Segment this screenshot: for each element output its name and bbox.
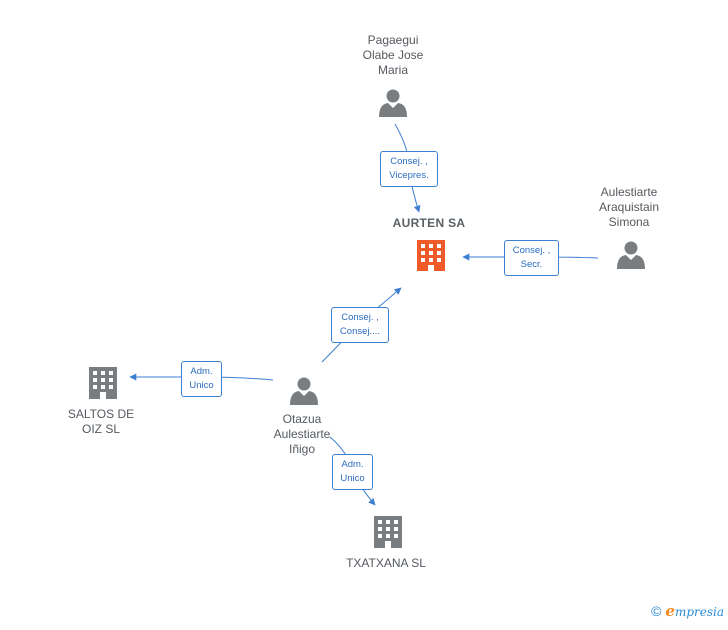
edge-label-otazua-txatxana: Adm. Unico bbox=[332, 454, 373, 490]
edge-label-otazua-aurten: Consej. , Consej.... bbox=[331, 307, 389, 343]
building-icon[interactable] bbox=[89, 367, 117, 399]
node-label-saltos[interactable]: SALTOS DE OIZ SL bbox=[67, 407, 135, 436]
brand-e: e bbox=[665, 602, 675, 620]
person-icon[interactable] bbox=[379, 89, 407, 118]
person-icon[interactable] bbox=[617, 241, 645, 270]
node-label-aulestiarte-araquistain[interactable]: Aulestiarte Araquistain Simona bbox=[598, 185, 660, 229]
empresia-logo: ©empresia bbox=[651, 602, 724, 620]
node-label-pagaegui[interactable]: Pagaegui Olabe Jose Maria bbox=[362, 33, 424, 77]
building-icon[interactable] bbox=[417, 240, 445, 271]
copyright-symbol: © bbox=[651, 603, 662, 619]
node-label-txatxana[interactable]: TXATXANA SL bbox=[346, 556, 426, 570]
edge-label-pagaegui-aurten: Consej. , Vicepres. bbox=[380, 151, 438, 187]
node-label-otazua[interactable]: Otazua Aulestiarte Iñigo bbox=[273, 412, 331, 456]
edge-label-aulestiarte-aurten: Consej. , Secr. bbox=[504, 240, 559, 276]
building-icon[interactable] bbox=[374, 516, 402, 548]
person-icon[interactable] bbox=[290, 377, 318, 406]
edge-label-otazua-saltos: Adm. Unico bbox=[181, 361, 222, 397]
brand-name: mpresia bbox=[674, 605, 724, 619]
node-label-aurten[interactable]: AURTEN SA bbox=[392, 216, 466, 230]
